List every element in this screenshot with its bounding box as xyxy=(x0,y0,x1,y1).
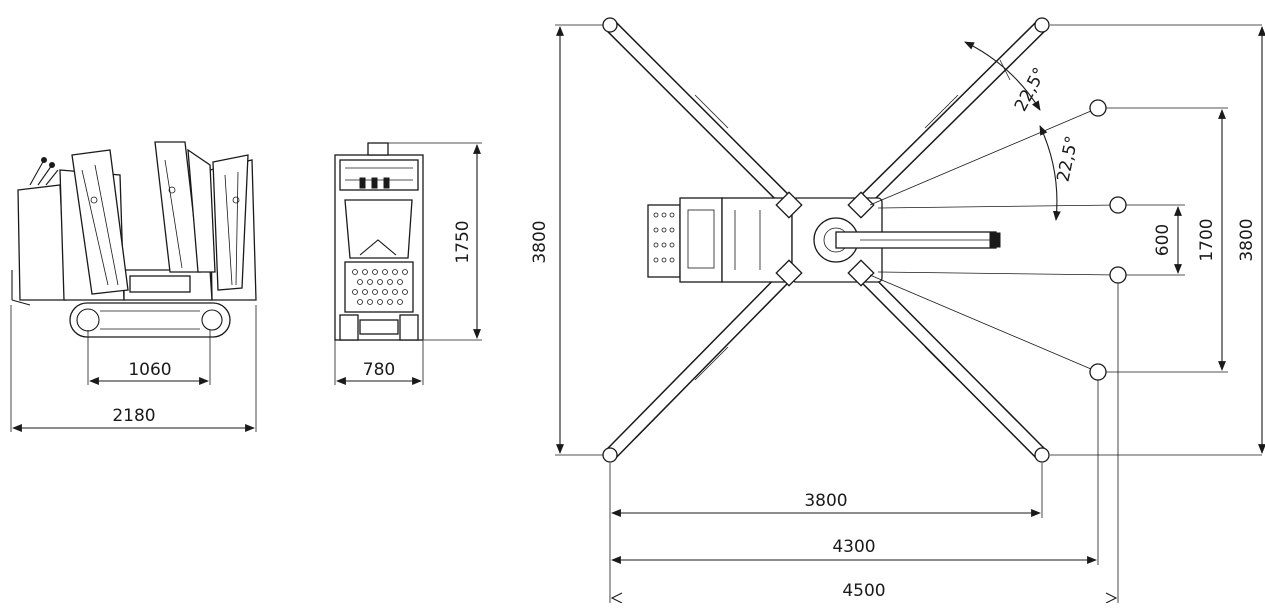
top-dimensions: 3800 600 1700 3800 3800 4300 4500 xyxy=(530,24,1265,604)
outrigger-arm-bottom-left xyxy=(603,265,797,462)
top-view xyxy=(602,17,1050,463)
dim-top-width-2: 4300 xyxy=(832,537,875,557)
dim-track-length: 1060 xyxy=(128,360,171,380)
angle-label-1: 22,5° xyxy=(1011,64,1050,114)
angle-label-2: 22,5° xyxy=(1054,134,1083,184)
dim-front-height: 1750 xyxy=(453,220,473,263)
front-view xyxy=(334,142,424,341)
dim-top-inner-span: 600 xyxy=(1153,224,1173,256)
dim-top-mid-span: 1700 xyxy=(1197,218,1217,261)
dim-front-width: 780 xyxy=(363,360,395,380)
grille-holes xyxy=(352,269,408,305)
outrigger-arm-bottom-right xyxy=(853,265,1049,462)
dim-top-width-1: 3800 xyxy=(804,491,847,511)
dim-top-height-right: 3800 xyxy=(1237,218,1257,261)
dim-overall-length: 2180 xyxy=(112,406,155,426)
dim-top-width-3: 4500 xyxy=(842,581,885,601)
front-dimensions: 1750 780 xyxy=(334,142,482,385)
outrigger-arm-top-left xyxy=(603,18,797,212)
side-view xyxy=(11,141,257,338)
side-dimensions: 1060 2180 xyxy=(10,305,257,432)
perforated-plate xyxy=(653,212,675,263)
outrigger-arm-top-right xyxy=(853,18,1049,212)
dim-top-height-left: 3800 xyxy=(530,220,550,263)
